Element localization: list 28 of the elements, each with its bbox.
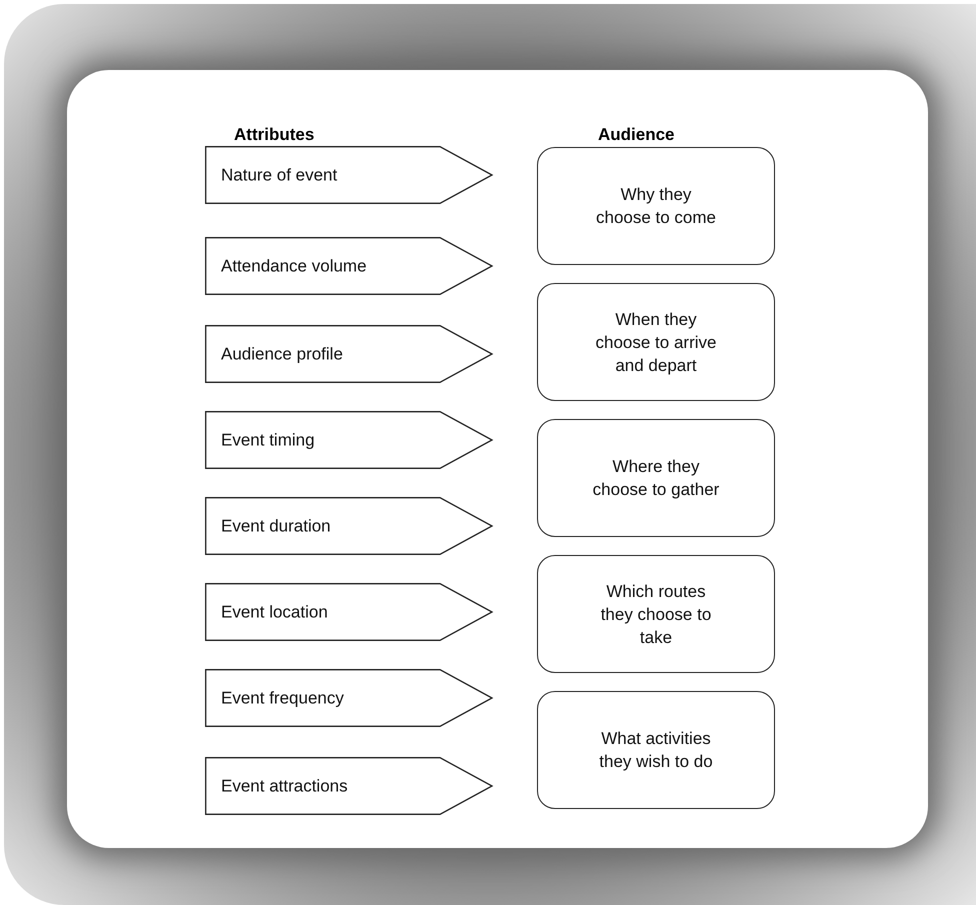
column-heading: Audience (598, 125, 675, 145)
audience-label: Why they choose to come (594, 184, 717, 229)
attribute-label: Event attractions (221, 776, 348, 798)
audience-label: Where they choose to gather (592, 456, 720, 501)
pentagon-box (205, 237, 493, 295)
attribute-label: Event timing (221, 430, 315, 452)
attribute-label: Audience profile (221, 344, 343, 366)
pentagon-box (205, 583, 493, 641)
attribute-label: Event location (221, 602, 328, 624)
attribute-label: Attendance volume (221, 256, 367, 278)
pentagon-box (205, 146, 493, 204)
pentagon-box (205, 497, 493, 555)
rounded-box (537, 419, 775, 537)
rounded-box (537, 283, 775, 401)
pentagon-box (205, 669, 493, 727)
pentagon-box (205, 757, 493, 815)
rounded-box (537, 555, 775, 673)
audience-label: When they choose to arrive and depart (594, 308, 718, 376)
attribute-label: Event duration (221, 516, 331, 538)
column-heading: Attributes (234, 125, 314, 145)
rounded-box (537, 691, 775, 809)
pentagon-box (205, 325, 493, 383)
audience-label: Which routes they choose to take (600, 580, 712, 648)
attribute-label: Event frequency (221, 688, 344, 710)
audience-label: What activities they wish to do (598, 728, 714, 773)
attribute-label: Nature of event (221, 164, 338, 186)
pentagon-box (205, 411, 493, 469)
rounded-box (537, 147, 775, 265)
